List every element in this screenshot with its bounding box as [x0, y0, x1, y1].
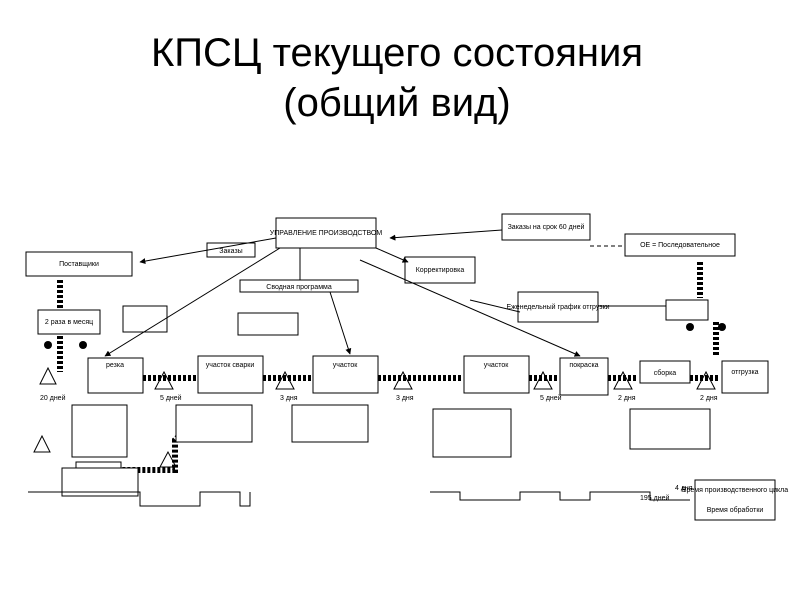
- process-box-7: отгрузка: [721, 360, 769, 394]
- days-label: 20 дней: [40, 394, 66, 402]
- timeline: [430, 491, 690, 501]
- shipment-note-box: ОЕ = Последовательное: [624, 233, 736, 257]
- inventory-triangle: [33, 434, 51, 453]
- process-5-label: покраска: [569, 362, 598, 369]
- info-box: [237, 312, 299, 336]
- timeline: [28, 491, 251, 507]
- data-box: [175, 404, 253, 443]
- supplier-box: Поставщики: [25, 251, 133, 277]
- info-flow-line: [389, 229, 503, 241]
- days-label: 3 дня: [280, 395, 298, 402]
- days-label: 5 дней: [540, 394, 562, 402]
- truck-box: [665, 299, 709, 321]
- correction-label: Корректировка: [416, 267, 465, 274]
- customer-orders-label: Заказы на срок 60 дней: [508, 223, 585, 231]
- shipment-note-label: ОЕ = Последовательное: [640, 242, 720, 249]
- inventory-triangle: [39, 366, 57, 385]
- page-title-line-2: (общий вид): [283, 81, 511, 125]
- lead-time-label: Время производственного цикла: [682, 487, 788, 494]
- data-box: [71, 404, 128, 458]
- process-box-6: сборка: [639, 360, 691, 384]
- info-flow-line: [359, 259, 581, 357]
- data-box: [629, 408, 711, 450]
- days-label: 2 дня: [618, 395, 636, 402]
- customer-orders-box: Заказы на срок 60 дней: [501, 213, 591, 241]
- process-6-label: сборка: [654, 369, 677, 377]
- correction-box: Корректировка: [404, 256, 476, 284]
- process-1-label: резка: [106, 362, 124, 369]
- days-label: 195 дней: [640, 494, 669, 502]
- orders-box: Заказы: [206, 242, 256, 258]
- days-label: 5 дней: [160, 394, 182, 402]
- master-schedule-box: Сводная программа: [239, 279, 359, 293]
- data-box: [291, 404, 369, 443]
- shipping-frequency-label: 2 раза в месяц: [45, 319, 93, 326]
- process-box-1: резка: [87, 357, 144, 394]
- process-3-label: участок: [333, 362, 359, 369]
- data-box: [432, 408, 512, 458]
- info-flow-line: [375, 247, 409, 263]
- truck-wheel: [718, 323, 726, 331]
- info-flow-line: [104, 247, 281, 357]
- weekly-schedule-label: Еженедельный график отгрузки: [506, 303, 609, 311]
- process-box-2: участок сварки: [197, 355, 264, 394]
- process-4-label: участок: [484, 362, 510, 369]
- days-label: 2 дня: [700, 395, 718, 402]
- shipping-frequency-box: 2 раза в месяц: [37, 309, 101, 335]
- master-schedule-label: Сводная программа: [266, 284, 332, 291]
- truck-wheel: [79, 341, 87, 349]
- days-label: 3 дня: [396, 395, 414, 402]
- truck-wheel: [686, 323, 694, 331]
- production-control-label: УПРАВЛЕНИЕ ПРОИЗВОДСТВОМ: [270, 230, 383, 237]
- supplier-label: Поставщики: [59, 261, 99, 268]
- weekly-schedule-box: Еженедельный график отгрузки: [506, 291, 610, 323]
- process-2-label: участок сварки: [206, 362, 255, 369]
- process-7-label: отгрузка: [731, 369, 758, 376]
- page-title-line-1: КПСЦ текущего состояния: [150, 31, 644, 75]
- production-control-box: УПРАВЛЕНИЕ ПРОИЗВОДСТВОМ: [270, 217, 383, 249]
- process-time-label: Время обработки: [707, 506, 764, 514]
- inventory-triangle: [533, 370, 553, 390]
- info-flow-line: [469, 299, 521, 313]
- info-box: [122, 305, 168, 333]
- data-box: [61, 467, 139, 497]
- process-box-4: участок: [463, 355, 530, 394]
- orders-label: Заказы: [219, 248, 242, 255]
- lead-time-box: [694, 479, 776, 521]
- process-box-3: участок: [312, 355, 379, 394]
- process-box-5: покраска: [559, 357, 609, 396]
- days-label: 4 дня: [675, 485, 693, 492]
- truck-wheel: [44, 341, 52, 349]
- info-flow-line: [329, 291, 352, 355]
- info-flow-line: [139, 237, 277, 265]
